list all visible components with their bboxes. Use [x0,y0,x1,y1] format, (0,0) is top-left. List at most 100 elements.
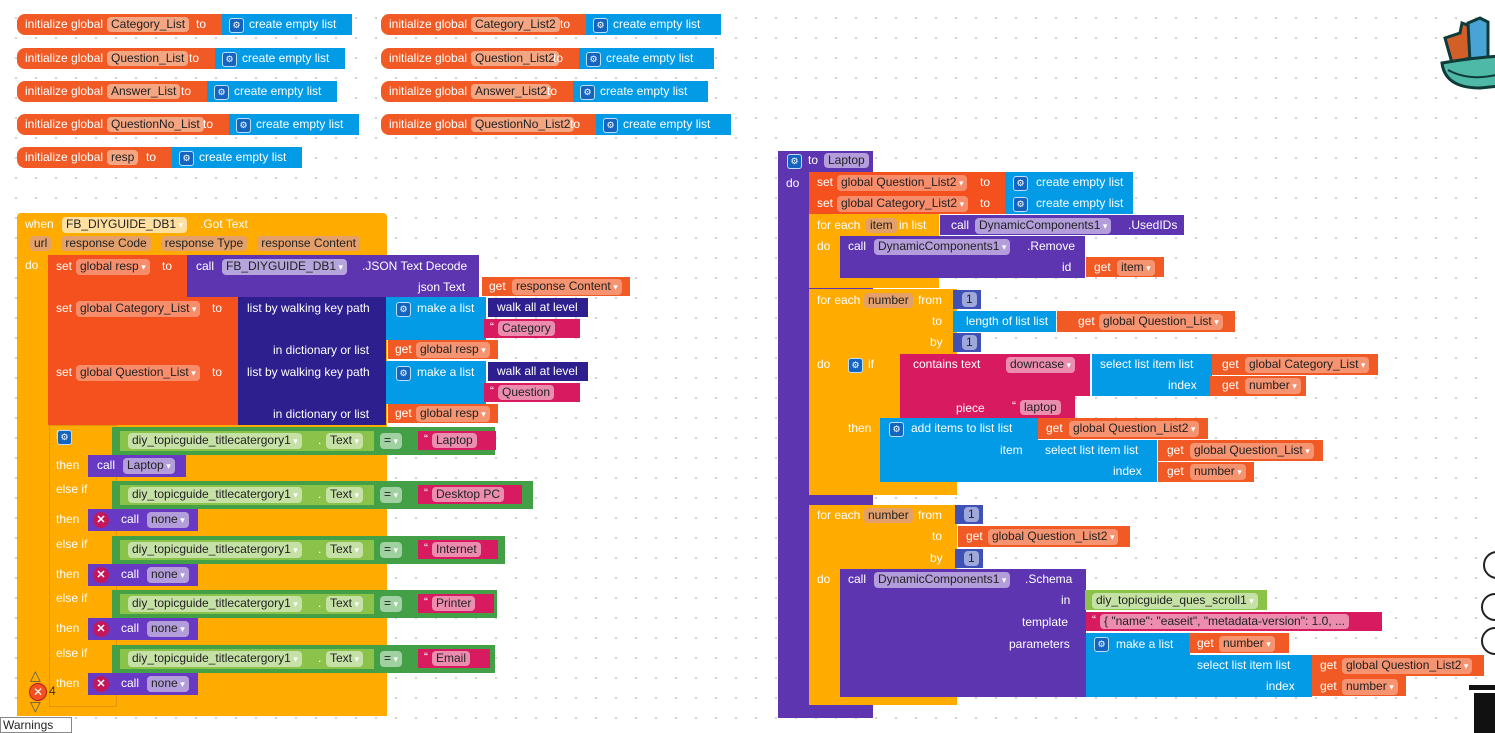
gear-icon[interactable]: ⚙ [787,154,802,169]
var-dropdown[interactable]: global Category_List [76,301,201,317]
property-dropdown[interactable]: Text [326,651,364,667]
component-dropdown[interactable]: DynamicComponents1 [874,239,1011,255]
var-dropdown[interactable]: global Category_List2 [837,196,969,212]
var-dropdown[interactable]: item [1117,260,1155,276]
create-empty-list-block[interactable] [1005,172,1133,193]
create-empty-list-block[interactable] [215,48,345,69]
create-empty-list-block[interactable] [222,14,352,35]
backpack-icon[interactable] [1440,8,1495,93]
var-dropdown[interactable]: global Category_List [1245,357,1370,373]
operator-dropdown[interactable]: = [380,596,403,612]
call-schema-block[interactable] [840,569,1086,697]
global-name-field[interactable]: resp [107,150,139,165]
global-name-field[interactable]: QuestionNo_List [107,117,204,132]
var-dropdown[interactable]: number [1245,378,1301,394]
var-dropdown[interactable]: global Question_List2 [837,175,968,191]
procedure-dropdown[interactable]: none [147,512,189,528]
var-dropdown[interactable]: global resp [416,342,490,358]
create-empty-list-block[interactable] [573,81,708,102]
create-empty-list-block[interactable] [1005,193,1133,214]
event-param-3[interactable]: response Content [257,236,360,251]
var-dropdown[interactable]: global resp [416,406,490,422]
event-param-1[interactable]: response Code [61,236,151,251]
add-items-to-list-block[interactable] [880,418,1038,482]
gear-icon[interactable]: ⚙ [580,85,595,100]
text-value-field[interactable]: Question [498,385,555,400]
component-dropdown[interactable]: diy_topicguide_titlecatergory1 [128,433,302,449]
procedure-dropdown[interactable]: none [147,676,189,692]
text-value-field[interactable]: Internet [432,542,481,557]
component-dropdown[interactable]: diy_topicguide_titlecatergory1 [128,651,302,667]
property-dropdown[interactable]: Text [326,487,364,503]
gear-icon[interactable]: ⚙ [603,118,618,133]
gear-icon[interactable]: ⚙ [1013,197,1028,212]
operator-dropdown[interactable]: = [380,433,403,449]
warnings-up-arrow[interactable]: △ [30,667,41,683]
walk-all-at-level-block[interactable] [488,362,588,381]
create-empty-list-block[interactable] [172,147,302,168]
global-name-field[interactable]: QuestionNo_List2 [471,117,575,132]
var-dropdown[interactable]: global Question_List2 [1069,421,1200,437]
trash-icon[interactable] [1474,693,1495,733]
var-dropdown[interactable]: response Content [512,279,622,295]
text-value-field[interactable]: Printer [432,596,476,611]
error-x-icon[interactable]: ✕ [93,676,109,692]
gear-icon[interactable]: ⚙ [586,52,601,67]
warnings-down-arrow[interactable]: ▽ [30,698,41,714]
component-dropdown[interactable]: diy_topicguide_titlecatergory1 [128,542,302,558]
var-dropdown[interactable]: number [1219,636,1275,652]
create-empty-list-block[interactable] [229,114,359,135]
list-by-walking-key-path-block[interactable] [238,297,386,361]
number-field[interactable]: 1 [964,551,979,566]
recenter-button[interactable] [1483,551,1495,579]
gear-icon[interactable]: ⚙ [229,18,244,33]
gear-icon[interactable]: ⚙ [236,118,251,133]
component-dropdown[interactable]: DynamicComponents1 [975,218,1112,234]
loop-var-field[interactable]: number [864,293,913,308]
var-dropdown[interactable]: global Question_List [1099,314,1223,330]
var-dropdown[interactable]: global resp [76,259,150,275]
length-of-list-block[interactable] [953,311,1056,332]
property-dropdown[interactable]: Text [326,433,364,449]
global-name-field[interactable]: Answer_List2 [471,84,552,99]
gear-icon[interactable]: ⚙ [396,366,411,381]
global-name-field[interactable]: Category_List [107,17,190,32]
global-name-field[interactable]: Question_List [107,51,189,66]
var-dropdown[interactable]: global Question_List [1190,443,1314,459]
zoom-out-button[interactable] [1481,627,1495,655]
gear-icon[interactable]: ⚙ [179,151,194,166]
create-empty-list-block[interactable] [207,81,337,102]
text-value-field[interactable]: laptop [1020,400,1061,415]
event-param-2[interactable]: response Type [160,236,248,251]
walk-all-at-level-block[interactable] [488,298,588,317]
downcase-dropdown[interactable]: downcase [1006,357,1076,373]
component-dropdown[interactable]: diy_topicguide_titlecatergory1 [128,487,302,503]
select-list-item-block[interactable] [1092,354,1212,396]
text-value-field[interactable]: Email [432,651,471,666]
create-empty-list-block[interactable] [586,14,721,35]
operator-dropdown[interactable]: = [380,487,403,503]
component-dropdown[interactable]: FB_DIYGUIDE_DB1 [62,217,188,233]
var-dropdown[interactable]: global Question_List2 [988,529,1119,545]
var-dropdown[interactable]: number [1342,679,1398,695]
operator-dropdown[interactable]: = [380,651,403,667]
gear-icon[interactable]: ⚙ [1013,176,1028,191]
component-dropdown[interactable]: diy_topicguide_titlecatergory1 [128,596,302,612]
component-dropdown[interactable]: DynamicComponents1 [874,572,1011,588]
procedure-name-field[interactable]: Laptop [824,153,869,168]
error-x-icon[interactable]: ✕ [93,567,109,583]
warnings-toggle-button[interactable]: Warnings [0,717,72,733]
gear-icon[interactable]: ⚙ [889,422,904,437]
gear-icon[interactable]: ⚙ [1094,637,1109,652]
text-value-field[interactable]: Laptop [432,433,477,448]
component-dropdown[interactable]: FB_DIYGUIDE_DB1 [222,259,348,275]
gear-icon[interactable]: ⚙ [593,18,608,33]
gear-icon[interactable]: ⚙ [396,302,411,317]
global-name-field[interactable]: Category_List2 [471,17,560,32]
component-dropdown[interactable]: diy_topicguide_ques_scroll1 [1092,593,1258,609]
select-list-item-block[interactable] [1037,440,1157,482]
create-empty-list-block[interactable] [579,48,714,69]
gear-icon[interactable]: ⚙ [848,358,863,373]
procedure-dropdown[interactable]: Laptop [123,458,175,474]
procedure-dropdown[interactable]: none [147,621,189,637]
